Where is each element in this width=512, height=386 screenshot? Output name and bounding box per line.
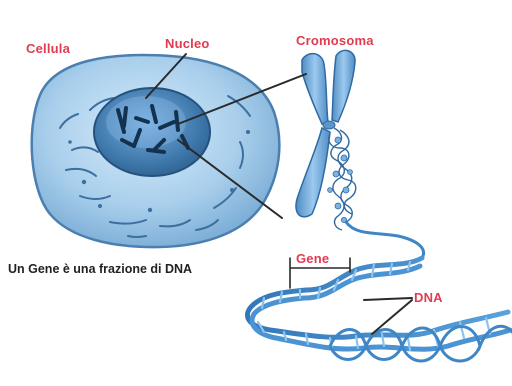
- cell-illustration: [32, 55, 280, 247]
- dna-fiber: [346, 222, 424, 258]
- dna-illustration: [247, 222, 512, 361]
- chromosome-uncoiled-arm: [329, 128, 356, 230]
- dna-pointer-upper: [364, 298, 412, 300]
- cell-label: Cellula: [26, 42, 70, 55]
- centromere: [323, 121, 335, 129]
- chromosome-left-arm-lower: [296, 128, 330, 217]
- dna-label: DNA: [414, 291, 443, 304]
- chromosome-left-arm-upper: [302, 54, 328, 124]
- dna-strand-a: [247, 258, 508, 337]
- chromosome-label: Cromosoma: [296, 34, 374, 47]
- dna-pointer-lower: [372, 300, 412, 334]
- diagram-caption: Un Gene è una frazione di DNA: [8, 263, 192, 276]
- chromosome-right-arm-upper: [332, 50, 355, 122]
- chromosome-illustration: [296, 50, 356, 230]
- nucleus-label: Nucleo: [165, 37, 210, 50]
- gene-label: Gene: [296, 252, 329, 265]
